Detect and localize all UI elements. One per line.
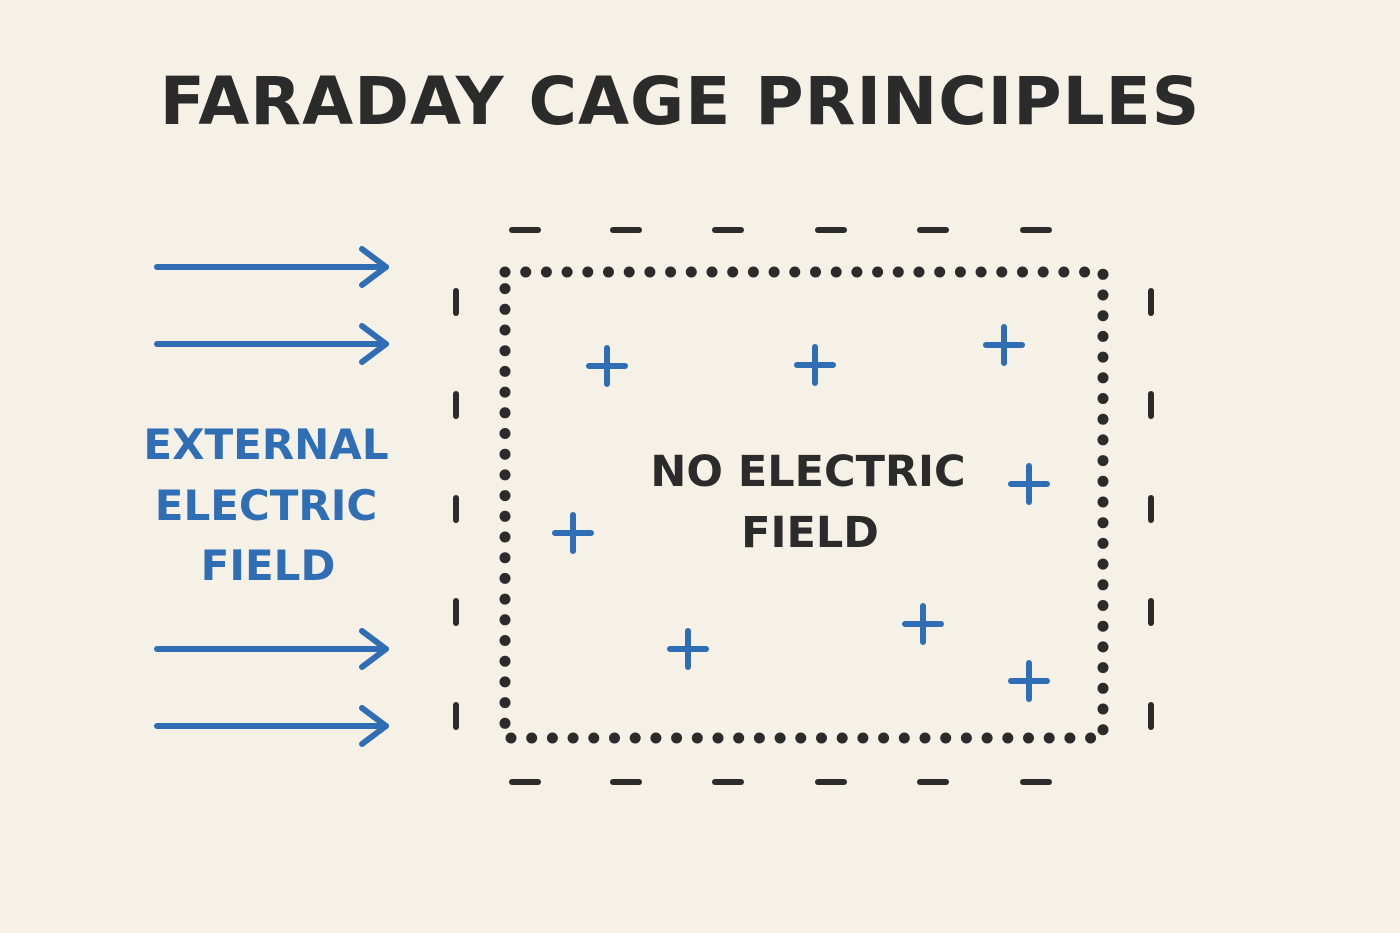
plus-sign: [794, 344, 836, 386]
plus-sign: [552, 512, 594, 554]
plus-sign: [586, 345, 628, 387]
external-label-line: EXTERNAL: [143, 420, 388, 469]
diagram-title: FARADAY CAGE PRINCIPLES: [160, 63, 1201, 140]
field-arrow: [154, 628, 389, 670]
positive-charges: [552, 324, 1050, 702]
negative-charges: [453, 227, 1154, 785]
field-arrow: [154, 323, 389, 365]
plus-sign: [983, 324, 1025, 366]
external-label-line: FIELD: [201, 541, 336, 590]
external-label-line: ELECTRIC: [155, 481, 377, 530]
external-field-label: EXTERNAL ELECTRIC FIELD: [143, 420, 388, 590]
field-arrow: [154, 246, 389, 288]
field-arrow: [154, 705, 389, 747]
inner-label-line: NO ELECTRIC: [650, 447, 965, 497]
cage-boundary: [499, 266, 1109, 744]
plus-sign: [667, 628, 709, 670]
plus-sign: [1008, 463, 1050, 505]
plus-sign: [902, 603, 944, 645]
inner-label-line: FIELD: [741, 508, 879, 558]
inner-field-label: NO ELECTRIC FIELD: [650, 447, 965, 558]
field-arrows: [154, 246, 389, 747]
plus-sign: [1008, 660, 1050, 702]
